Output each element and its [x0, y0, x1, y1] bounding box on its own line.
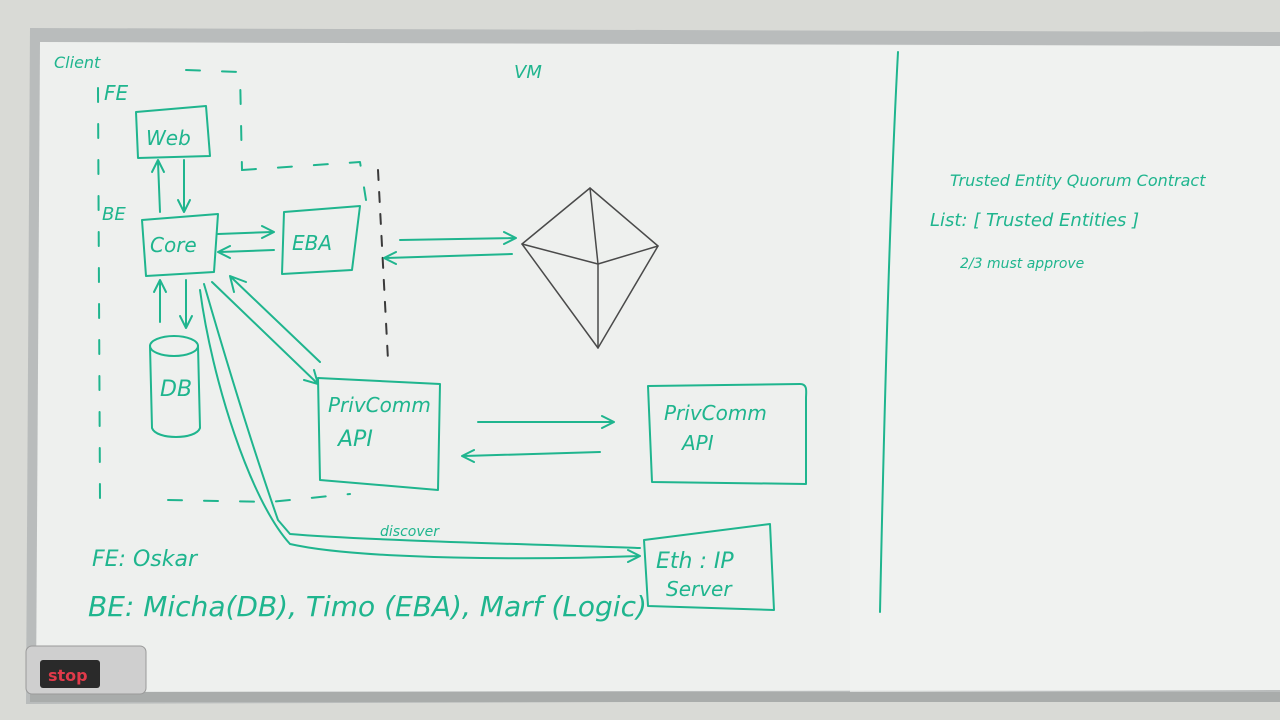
privcomm-right-label-2: API	[680, 431, 714, 455]
arrow-web-to-core	[177, 159, 191, 213]
privcomm-left-label-1: PrivComm	[328, 393, 431, 417]
arrow-core-to-privcomm	[211, 281, 319, 385]
vm-boundary	[377, 169, 389, 361]
whiteboard-eraser: stop	[25, 645, 147, 695]
client-label: Client	[54, 53, 101, 72]
privcomm-right-box	[647, 383, 808, 485]
arrow-privcomm-to-core	[229, 275, 321, 363]
arrow-ethereum-to-eba	[383, 251, 513, 265]
fe-section-label: FE	[104, 81, 129, 105]
arrow-eba-to-ethereum	[399, 231, 517, 245]
arrow-core-to-eth-server	[199, 289, 641, 563]
arrow-core-to-eba	[217, 225, 275, 239]
privcomm-right-label-1: PrivComm	[664, 401, 767, 425]
arrow-core-to-web	[151, 159, 165, 213]
db-label: DB	[160, 377, 192, 402]
contract-title: Trusted Entity Quorum Contract	[950, 171, 1206, 190]
contract-list: List: [ Trusted Entities ]	[930, 210, 1139, 231]
arrow-eba-to-core	[217, 245, 275, 259]
eraser-logo: stop	[48, 666, 88, 685]
be-team-label: BE: Micha(DB), Timo (EBA), Marf (Logic)	[88, 590, 647, 623]
db-cylinder-body	[149, 345, 201, 438]
arrow-privcomm-right-to-left	[461, 449, 601, 463]
eba-box	[281, 205, 361, 275]
eba-label: EBA	[292, 231, 332, 255]
privcomm-left-label-2: API	[336, 427, 373, 452]
be-section-label: BE	[102, 204, 126, 225]
vm-label: VM	[514, 62, 542, 83]
arrow-core-to-db	[179, 279, 193, 329]
marker-tray	[30, 692, 1280, 702]
web-box	[135, 105, 211, 159]
fe-team-label: FE: Oskar	[92, 547, 199, 572]
core-box	[141, 213, 219, 277]
contract-rule: 2/3 must approve	[960, 256, 1084, 272]
eth-server-label-1: Eth : IP	[656, 549, 734, 574]
arrow-db-to-core	[153, 279, 167, 323]
privcomm-left-box	[317, 377, 441, 491]
arrow-discover-path	[203, 283, 641, 549]
ethereum-diamond-icon	[521, 187, 659, 349]
discover-label: discover	[380, 524, 440, 540]
client-boundary	[97, 69, 367, 503]
eth-server-label-2: Server	[666, 577, 733, 601]
arrow-privcomm-left-to-right	[477, 415, 615, 429]
board-glare	[850, 46, 1280, 692]
web-label: Web	[146, 126, 191, 150]
core-label: Core	[150, 233, 197, 257]
board-divider	[879, 51, 899, 613]
eth-server-box	[643, 523, 775, 611]
